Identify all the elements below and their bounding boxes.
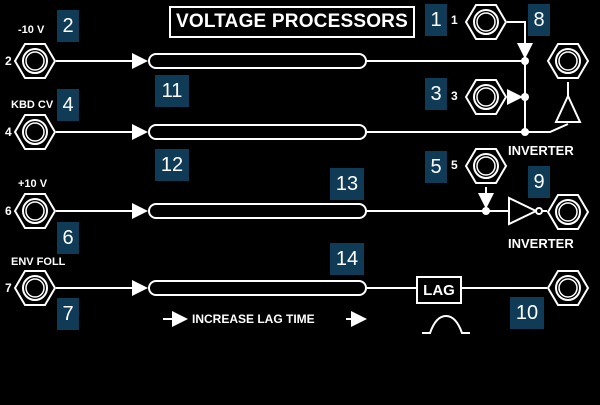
- num-jack-7: 7: [5, 281, 12, 295]
- slider-12[interactable]: [148, 124, 367, 140]
- inverter-2-triangle: [508, 196, 539, 226]
- num-jack-4: 4: [5, 125, 12, 139]
- slider-14[interactable]: [148, 280, 367, 296]
- jack-9-output[interactable]: [547, 194, 589, 230]
- badge-13: 13: [330, 168, 364, 200]
- inverter-1-label: INVERTER: [508, 143, 574, 158]
- node-1: [521, 57, 529, 65]
- label-jack-6: +10 V: [18, 178, 48, 190]
- badge-8: 8: [528, 4, 550, 36]
- jack-3[interactable]: [465, 79, 507, 115]
- increase-lag-time-label: INCREASE LAG TIME: [192, 312, 315, 326]
- panel-title: VOLTAGE PROCESSORS: [169, 6, 415, 38]
- line-to-inverter-1: [525, 123, 569, 133]
- badge-11: 11: [155, 75, 189, 107]
- badge-1: 1: [425, 4, 447, 36]
- num-jack-5: 5: [451, 158, 458, 172]
- jack-6-input[interactable]: [14, 193, 56, 229]
- label-jack-2: -10 V: [18, 24, 45, 36]
- num-jack-6: 6: [5, 204, 12, 218]
- jack-8-output[interactable]: [547, 43, 589, 79]
- badge-2: 2: [57, 10, 79, 42]
- jack-5[interactable]: [465, 148, 507, 184]
- badge-7: 7: [57, 298, 79, 330]
- badge-6: 6: [57, 222, 79, 254]
- inverter-2-bubble: [535, 207, 543, 215]
- badge-12: 12: [155, 149, 189, 181]
- slider-13[interactable]: [148, 203, 367, 219]
- label-jack-4: KBD CV: [11, 99, 54, 111]
- inverter-1-triangle: [554, 93, 582, 123]
- jack-4-input[interactable]: [14, 114, 56, 150]
- jack-2-input[interactable]: [14, 43, 56, 79]
- line-jack1-bus: [507, 21, 533, 59]
- inverter-2-label: INVERTER: [508, 236, 574, 251]
- lag-box: LAG: [416, 276, 462, 304]
- slider-11[interactable]: [148, 53, 367, 69]
- lag-curve-icon: [422, 314, 470, 334]
- badge-14: 14: [330, 243, 364, 275]
- num-jack-3: 3: [451, 89, 458, 103]
- jack-10-output[interactable]: [547, 270, 589, 306]
- num-jack-2: 2: [5, 54, 12, 68]
- jack-1[interactable]: [465, 4, 507, 40]
- badge-10: 10: [510, 297, 544, 329]
- badge-5: 5: [425, 151, 447, 183]
- label-jack-7: ENV FOLL: [11, 256, 66, 268]
- jack-7-input[interactable]: [14, 270, 56, 306]
- node-2: [521, 93, 529, 101]
- badge-9: 9: [528, 166, 550, 198]
- num-jack-1: 1: [451, 13, 458, 27]
- badge-4: 4: [57, 89, 79, 121]
- badge-3: 3: [425, 78, 447, 110]
